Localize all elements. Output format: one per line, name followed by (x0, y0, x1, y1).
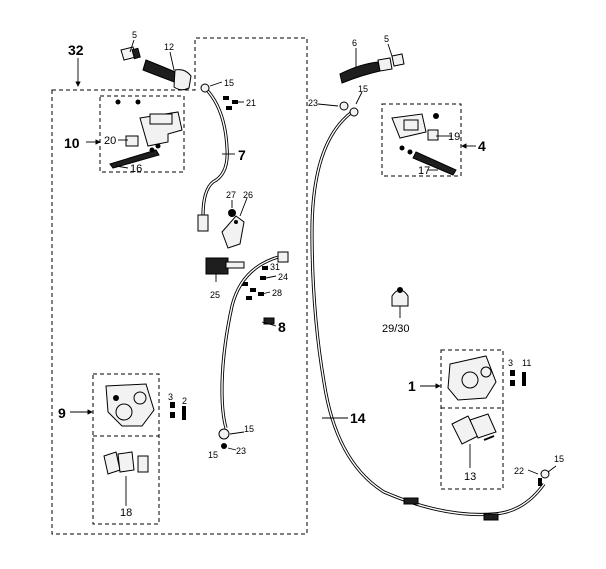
callout-1: 1 (408, 378, 416, 394)
master-cylinder-right-box (381, 103, 462, 177)
bracket-26 (221, 215, 245, 249)
callout-14: 14 (350, 410, 366, 426)
callout-15-left-bottom: 15 (244, 424, 254, 434)
cable-14-bottom-fitting (538, 469, 550, 486)
left-mc-reservoir-cap (149, 113, 173, 125)
callout-32: 32 (68, 42, 84, 58)
fittings-31-24-28 (242, 266, 268, 300)
callout-13: 13 (464, 471, 476, 483)
callout-29-30: 29/30 (382, 323, 410, 335)
callout-25: 25 (210, 290, 220, 300)
callout-28: 28 (272, 288, 282, 298)
brake-pads-13 (451, 413, 497, 445)
brake-hose-8 (220, 254, 283, 429)
callout-3-right: 3 (508, 358, 513, 368)
callout-10: 10 (64, 135, 80, 151)
throttle-housing (173, 69, 192, 91)
nut-27 (228, 209, 236, 217)
callout-4: 4 (478, 138, 486, 154)
brake-hose-7 (201, 86, 229, 217)
right-master-cylinder (391, 113, 457, 176)
callout-15-left-top: 15 (224, 78, 234, 88)
right-grip-end-cap (391, 53, 405, 67)
callout-15-right-bottom: 15 (554, 454, 564, 464)
hose-8-banjo (218, 428, 230, 449)
caliper-bolts-3-2 (170, 402, 186, 420)
callout-31: 31 (270, 262, 280, 272)
cable-14-clip-2 (483, 513, 499, 521)
cable-14-clip-1 (403, 497, 419, 505)
left-mc-screw (115, 99, 121, 105)
callout-23-left: 23 (236, 446, 246, 456)
callout-27: 27 (226, 190, 236, 200)
right-grip-collar (377, 57, 393, 72)
callout-15-left-lower: 15 (208, 450, 218, 460)
caliper-rear-box (440, 349, 504, 490)
brake-pads-18 (103, 451, 149, 475)
left-mc-screw-2 (135, 99, 141, 105)
right-brake-lever (412, 151, 457, 176)
assembly-32-outline (51, 37, 308, 535)
left-brake-lever (109, 149, 160, 169)
callout-18: 18 (120, 507, 132, 519)
rear-caliper-1 (447, 355, 497, 401)
hardware-21 (223, 96, 238, 110)
callout-23-right: 23 (308, 98, 318, 108)
callout-9: 9 (58, 405, 66, 421)
cable-14-top-fitting (339, 101, 359, 117)
right-mc-switch (427, 129, 439, 141)
callout-7: 7 (238, 147, 246, 163)
leader-lines (70, 39, 557, 506)
callout-19: 19 (448, 131, 460, 143)
left-mc-switch (125, 135, 139, 147)
left-master-cylinder (109, 99, 183, 169)
callout-12: 12 (164, 42, 174, 52)
callout-21: 21 (246, 98, 256, 108)
callout-26: 26 (243, 190, 253, 200)
callout-2: 2 (182, 396, 187, 406)
callout-20: 20 (104, 135, 116, 147)
callout-17: 17 (418, 165, 430, 177)
banjo-bolt-15a (200, 83, 210, 93)
callout-6: 6 (352, 38, 357, 48)
caliper-front-box (92, 373, 160, 525)
callout-16: 16 (130, 163, 142, 175)
clamp-29-30 (391, 287, 409, 307)
callout-11: 11 (522, 358, 531, 368)
hose-8-top-fitting (277, 251, 289, 263)
callout-15-right-top: 15 (358, 84, 368, 94)
right-grip (339, 61, 381, 84)
callout-24: 24 (278, 272, 288, 282)
callout-5-right: 5 (384, 34, 389, 44)
hose-7-end-fitting (197, 214, 209, 232)
front-caliper-9 (105, 383, 155, 427)
callout-22: 22 (514, 466, 524, 476)
right-mc-cap (403, 119, 419, 131)
junction-block-25 (205, 257, 245, 275)
callout-5-left: 5 (132, 30, 137, 40)
callout-3-left: 3 (168, 392, 173, 402)
left-grip-assembly (120, 46, 192, 91)
master-cylinder-left-box (99, 95, 185, 173)
caliper-bolts-3-11 (510, 370, 526, 386)
callout-8: 8 (278, 319, 286, 335)
right-grip-assembly (339, 53, 405, 84)
grip-end-weight (131, 47, 141, 60)
